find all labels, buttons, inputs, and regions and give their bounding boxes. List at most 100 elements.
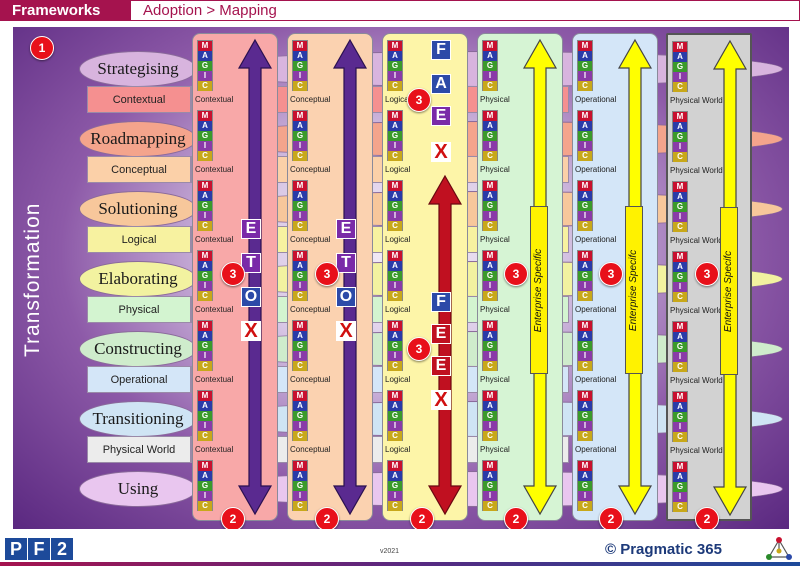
magic-letter: A — [483, 51, 497, 61]
phase-roadmapping[interactable]: Roadmapping — [79, 121, 197, 157]
column-layer-label: Operational — [575, 235, 617, 244]
magic-letter: A — [198, 191, 212, 201]
magic-letter: C — [388, 291, 402, 301]
magic-letter: M — [673, 42, 687, 52]
column-layer-label: Logical — [385, 95, 411, 104]
step-badge-3: 3 — [407, 88, 431, 112]
magic-letter: G — [198, 61, 212, 71]
magic-letter: M — [293, 461, 307, 471]
magic-letter: C — [483, 291, 497, 301]
column-layer-label: Physical — [480, 95, 510, 104]
magic-letter: C — [673, 432, 687, 442]
phase-transitioning[interactable]: Transitioning — [79, 401, 197, 437]
phase-elaborating[interactable]: Elaborating — [79, 261, 197, 297]
layer-physical-world[interactable]: Physical World — [87, 436, 191, 463]
magic-letter: A — [388, 331, 402, 341]
magic-letter: I — [578, 211, 592, 221]
column-layer-label: Operational — [575, 95, 617, 104]
magic-letter: C — [483, 431, 497, 441]
magic-letter: M — [293, 251, 307, 261]
double-arrow-icon — [427, 174, 463, 516]
tag-tile: T — [336, 253, 356, 273]
magic-letter: I — [578, 281, 592, 291]
column-layer-label: Contextual — [195, 305, 234, 314]
magic-letter: M — [673, 182, 687, 192]
magic-letter: C — [293, 151, 307, 161]
step-badge-2: 2 — [221, 507, 245, 529]
magic-letter: I — [293, 281, 307, 291]
layer-contextual[interactable]: Contextual — [87, 86, 191, 113]
magic-letter: G — [293, 271, 307, 281]
magic-letter: A — [673, 192, 687, 202]
magic-letter: G — [673, 132, 687, 142]
magic-letter: M — [293, 181, 307, 191]
magic-letter: M — [578, 181, 592, 191]
magic-letter: A — [483, 261, 497, 271]
magic-letter: G — [198, 481, 212, 491]
tag-tile: X — [241, 320, 261, 342]
phase-solutioning[interactable]: Solutioning — [79, 191, 197, 227]
magic-letter: C — [578, 151, 592, 161]
phase-constructing[interactable]: Constructing — [79, 331, 197, 367]
tag-tile: E — [431, 324, 451, 344]
magic-letter: A — [198, 261, 212, 271]
magic-letter: I — [673, 352, 687, 362]
layer-physical[interactable]: Physical — [87, 296, 191, 323]
magic-letter: M — [388, 251, 402, 261]
magic-letter: I — [293, 71, 307, 81]
magic-letter: I — [198, 421, 212, 431]
magic-letter: A — [578, 471, 592, 481]
magic-letter: G — [483, 131, 497, 141]
magic-letter: M — [293, 321, 307, 331]
breadcrumb[interactable]: Adoption > Mapping — [131, 0, 800, 21]
layer-logical[interactable]: Logical — [87, 226, 191, 253]
magic-letter: M — [578, 461, 592, 471]
step-badge-2: 2 — [504, 507, 528, 529]
magic-letter: A — [293, 471, 307, 481]
tag-tile: T — [241, 253, 261, 273]
magic-letter: I — [388, 141, 402, 151]
magic-letter: G — [293, 481, 307, 491]
layer-operational[interactable]: Operational — [87, 366, 191, 393]
magic-letter: G — [293, 411, 307, 421]
magic-letter: M — [198, 251, 212, 261]
tag-tile: E — [241, 219, 261, 239]
magic-letter: G — [198, 201, 212, 211]
phase-strategising[interactable]: Strategising — [79, 51, 197, 87]
magic-letter: A — [483, 401, 497, 411]
phase-using[interactable]: Using — [79, 471, 197, 507]
magic-letter: C — [388, 501, 402, 511]
magic-letter: M — [293, 391, 307, 401]
column-layer-label: Contextual — [195, 95, 234, 104]
magic-letter: M — [483, 251, 497, 261]
magic-letter: G — [293, 341, 307, 351]
magic-letter: C — [388, 81, 402, 91]
magic-letter: A — [388, 121, 402, 131]
magic-letter: G — [578, 481, 592, 491]
column-layer-label: Physical World — [670, 306, 723, 315]
header-bar: Frameworks Adoption > Mapping — [0, 0, 800, 22]
magic-letter: A — [673, 402, 687, 412]
column-layer-label: Conceptual — [290, 165, 331, 174]
magic-letter: G — [578, 131, 592, 141]
layer-conceptual[interactable]: Conceptual — [87, 156, 191, 183]
step-badge-2: 2 — [695, 507, 719, 529]
